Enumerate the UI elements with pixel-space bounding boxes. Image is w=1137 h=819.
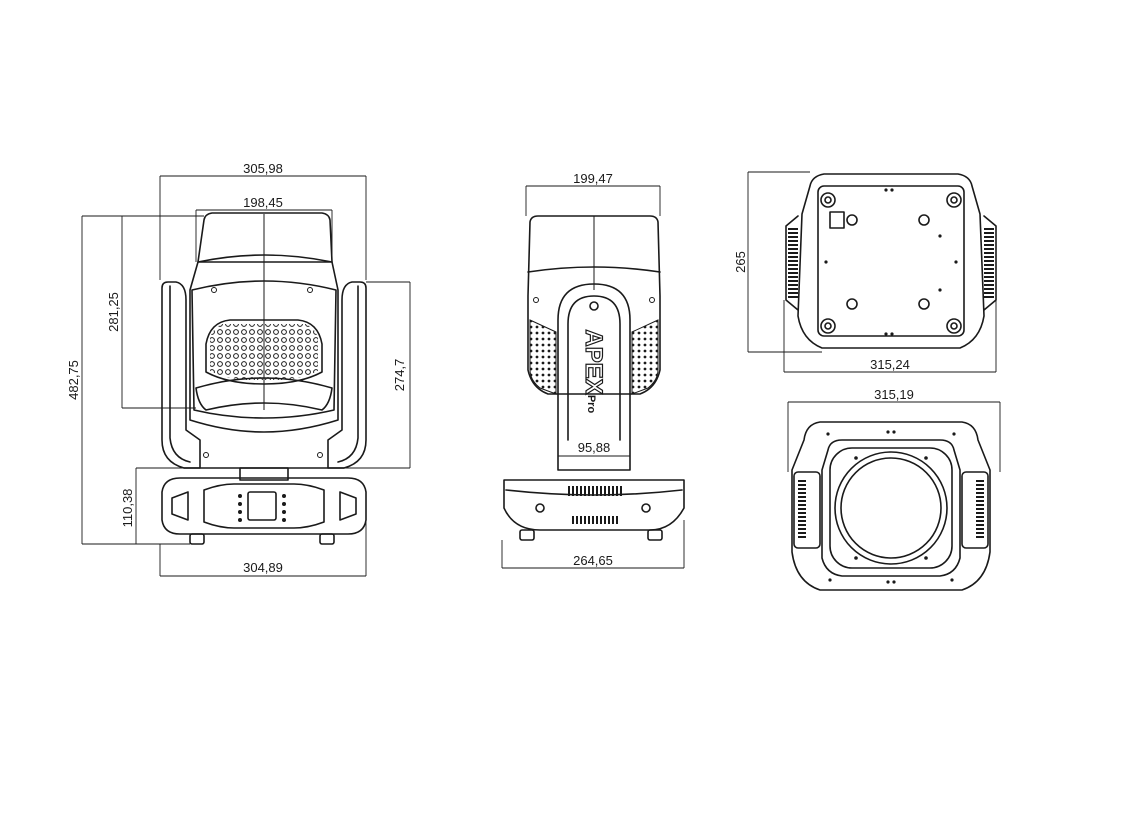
dim-side-head-width: 199,47 [573, 171, 613, 186]
front-base-right-handle [339, 491, 357, 521]
bottom-screws [826, 430, 956, 584]
front-dimension-lines [81, 175, 411, 577]
front-neck [239, 467, 289, 481]
side-head [527, 215, 661, 395]
side-view: APEX Pro 199,47 95,88 264,65 [501, 171, 685, 569]
top-dimension-lines [747, 171, 997, 373]
side-head-screw [649, 297, 655, 303]
side-arm [557, 283, 631, 471]
side-base-foot [647, 529, 663, 541]
front-yoke-left-arm-inner [169, 285, 191, 463]
front-head-face [191, 280, 337, 419]
front-base [161, 477, 367, 535]
front-yoke-left-arm [161, 281, 201, 469]
front-base-panel [203, 483, 325, 529]
side-base-screw [535, 503, 545, 513]
dim-front-head-height: 281,25 [106, 292, 121, 332]
bottom-left-handle [793, 471, 821, 549]
bottom-outline [791, 421, 991, 591]
dim-side-arm-width: 95,88 [578, 440, 611, 455]
top-small-holes [824, 188, 958, 336]
top-outline [797, 173, 985, 349]
logo-brand: APEX [580, 329, 607, 394]
front-base-foot [189, 533, 205, 545]
side-base-vent-top [566, 486, 622, 496]
bottom-lens-inner [840, 457, 942, 559]
top-view: 265 315,24 [733, 171, 997, 373]
side-arm-inner [567, 295, 621, 441]
bottom-lens-outer [834, 451, 948, 565]
dim-front-head-width: 198,45 [243, 195, 283, 210]
bottom-right-handle [961, 471, 989, 549]
top-right-handle-grip [984, 226, 994, 300]
top-connector [829, 211, 845, 229]
front-head-screw [211, 287, 217, 293]
top-left-handle [785, 215, 799, 311]
side-base-screw [641, 503, 651, 513]
bottom-left-handle-grip [798, 480, 806, 540]
dim-top-width: 315,24 [870, 357, 910, 372]
side-vent-right [631, 319, 659, 395]
side-dimension-lines [501, 185, 685, 569]
bottom-dimension-lines [787, 401, 1001, 472]
dim-front-base-width: 304,89 [243, 560, 283, 575]
top-right-handle [983, 215, 997, 311]
side-vent-left [529, 319, 557, 395]
side-logo: APEX Pro [579, 329, 607, 414]
top-clamp-holes [820, 192, 962, 334]
front-head-body [189, 254, 339, 433]
front-base-display [247, 491, 277, 521]
dim-bottom-width: 315,19 [874, 387, 914, 402]
side-base-vent-bottom [570, 516, 618, 524]
dim-front-yoke-height: 274,7 [392, 359, 407, 392]
top-left-handle-grip [788, 226, 798, 300]
top-plate [817, 185, 965, 337]
front-head-top [197, 212, 333, 263]
front-base-left-handle [171, 491, 189, 521]
logo-suffix: Pro [585, 395, 597, 414]
dim-front-base-height: 110,38 [120, 489, 135, 528]
front-base-foot [319, 533, 335, 545]
side-base-foot [519, 529, 535, 541]
dim-side-base-width: 264,65 [573, 553, 613, 568]
bottom-lens-frame [829, 447, 953, 569]
front-view: 305,98 198,45 281,25 482,75 274,7 110,38… [66, 161, 411, 577]
side-head-screw [533, 297, 539, 303]
side-arm-pivot [589, 301, 599, 311]
bottom-right-handle-grip [976, 480, 984, 540]
front-lower-lip [195, 377, 333, 411]
front-yoke-right-arm [327, 281, 367, 469]
dim-front-overall-width: 305,98 [243, 161, 283, 176]
front-screw [203, 452, 209, 458]
front-grille-frame [205, 319, 323, 385]
bottom-inner-frame [821, 439, 961, 577]
front-head-screw [307, 287, 313, 293]
dim-front-total-height: 482,75 [66, 360, 81, 400]
front-base-buttons [238, 494, 286, 522]
front-screw [317, 452, 323, 458]
dim-top-height: 265 [733, 251, 748, 273]
bottom-view: 315,19 [787, 387, 1001, 591]
front-yoke-right-arm-inner [337, 285, 359, 463]
